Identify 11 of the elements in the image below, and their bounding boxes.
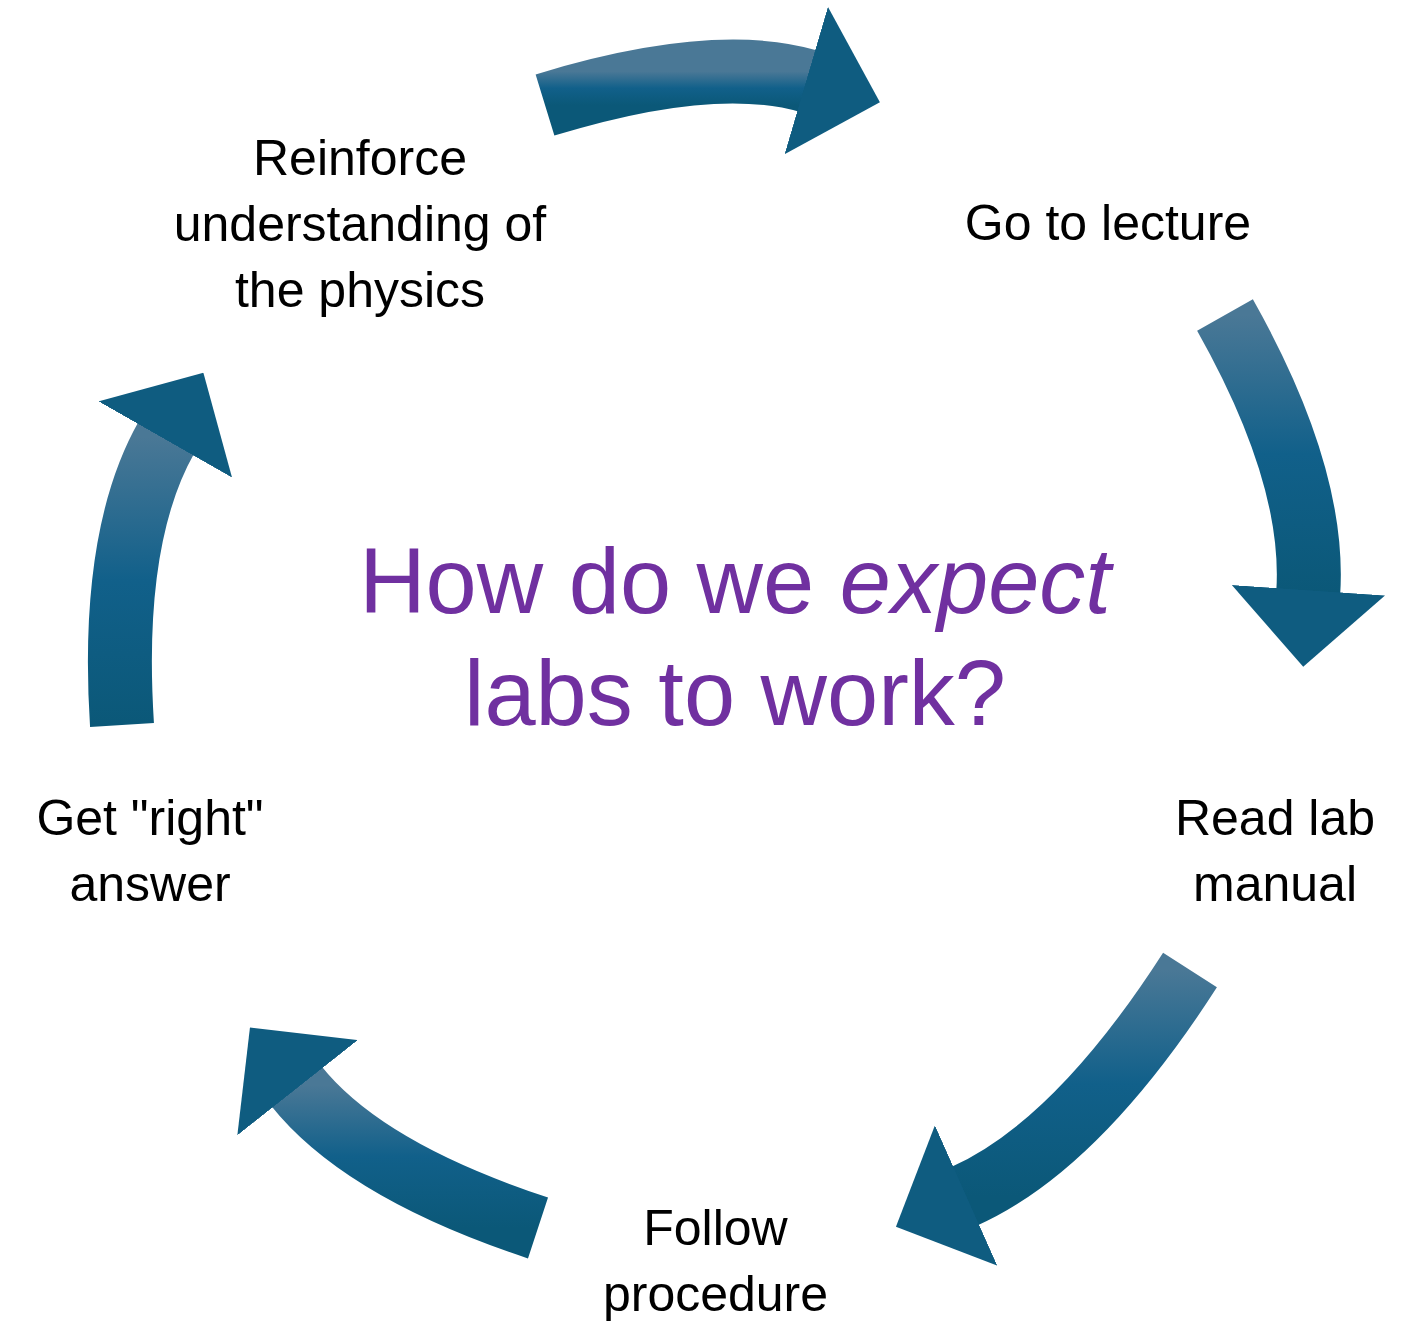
step-text: Follow procedure xyxy=(538,1190,893,1324)
curved-arrow xyxy=(239,1029,549,1259)
step-text: Reinforce understanding of the physics xyxy=(140,105,580,370)
curved-arrow xyxy=(87,371,234,727)
title: How do we expect labs to work? xyxy=(330,525,1140,749)
step-text: Go to lecture xyxy=(883,103,1290,315)
curved-arrow xyxy=(897,952,1217,1265)
step-text: Read lab manual xyxy=(1150,670,1400,970)
step-text: Get "right" answer xyxy=(10,725,290,1025)
curved-arrow xyxy=(536,6,881,156)
curved-arrow xyxy=(1196,299,1386,667)
